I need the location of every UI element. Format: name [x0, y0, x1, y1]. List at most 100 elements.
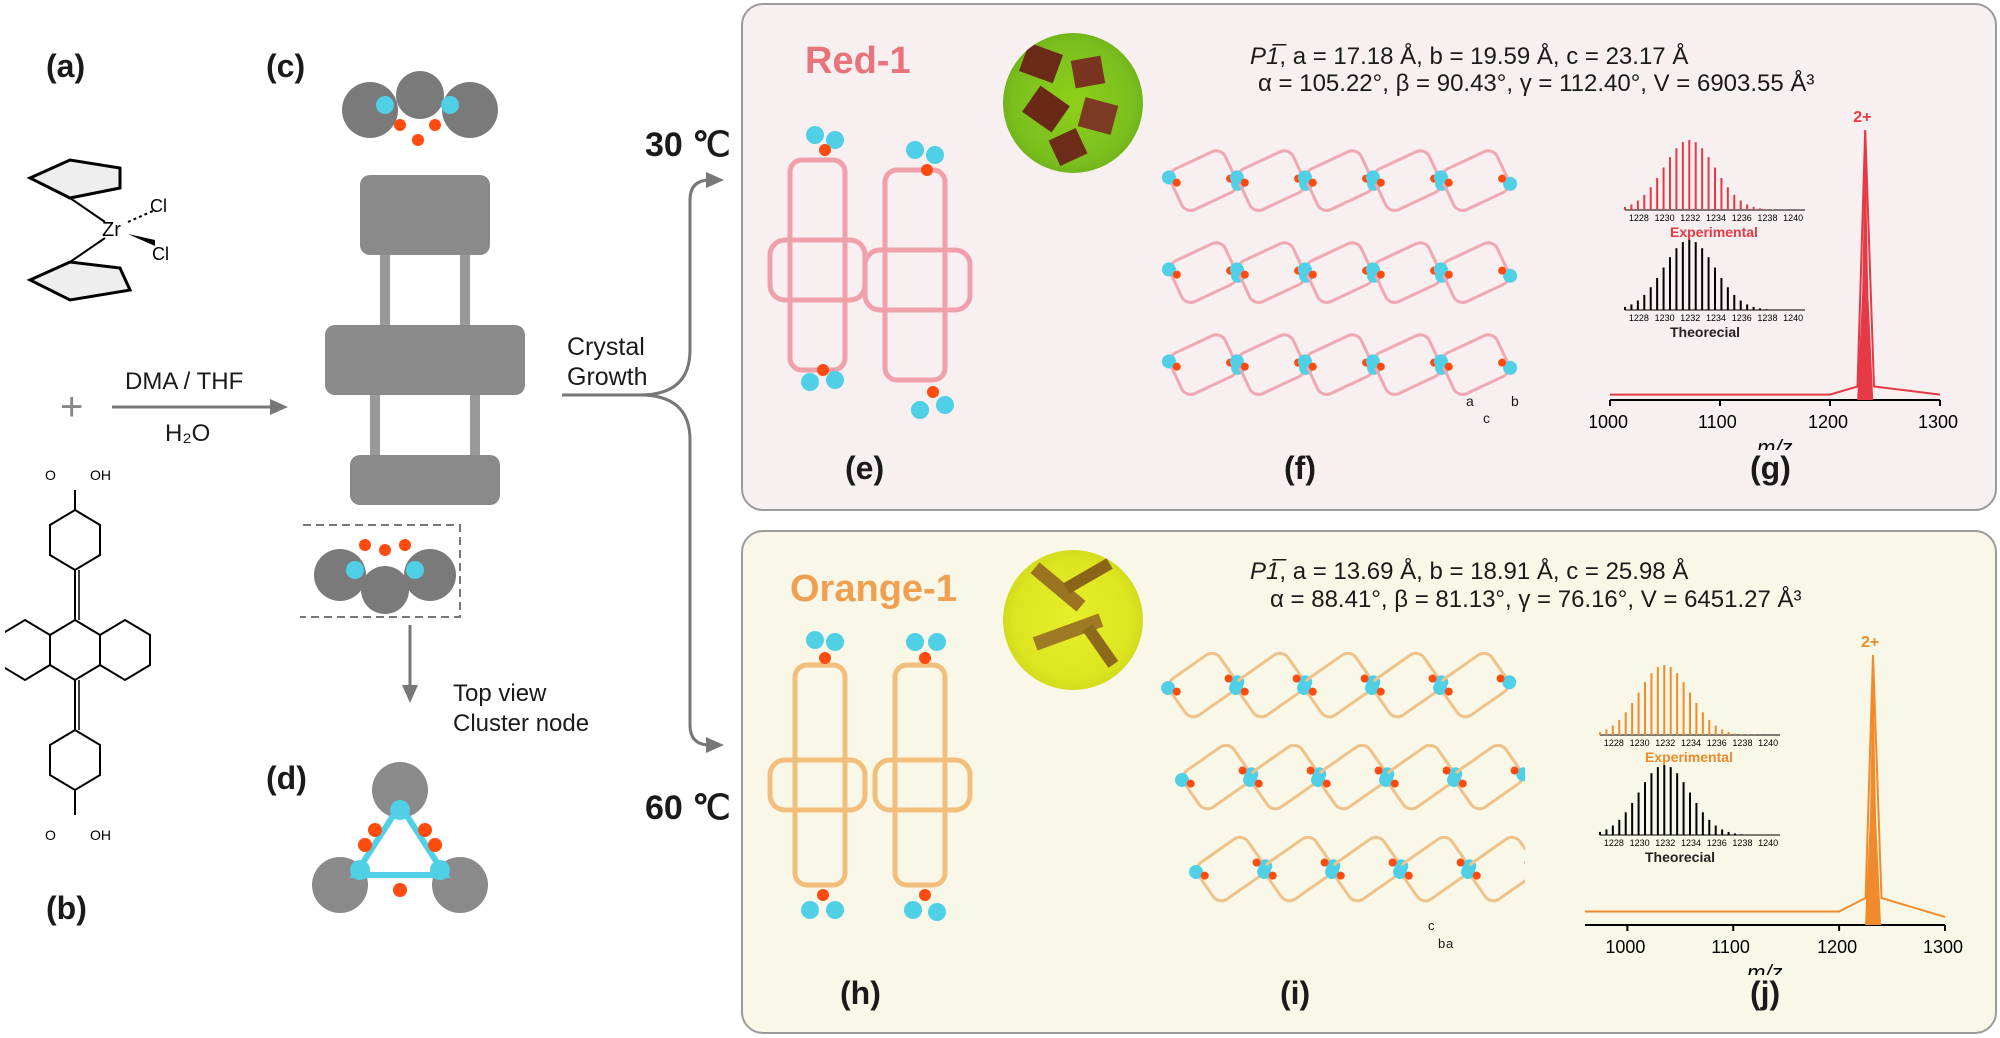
- packing-oxygen: [1510, 766, 1519, 775]
- packing-oxygen: [1240, 687, 1249, 696]
- packing-cluster: [1297, 262, 1312, 277]
- packing-cluster: [1365, 170, 1380, 185]
- packing-oxygen: [1336, 871, 1345, 880]
- packing-oxygen: [1240, 178, 1249, 187]
- inset-tick-label: 1234: [1681, 838, 1701, 848]
- panel-label-c: (c): [266, 48, 306, 84]
- x-tick-label: 1300: [1918, 412, 1958, 432]
- packing-cluster: [1503, 360, 1518, 375]
- orange-axis-c: c: [1428, 918, 1435, 933]
- inset-tick-label: 1230: [1630, 838, 1650, 848]
- packing-cluster: [1229, 680, 1244, 695]
- orange-axis-a: a: [1446, 936, 1454, 951]
- packing-ligand-frame: [1399, 835, 1470, 903]
- inset-tick-label: 1236: [1732, 213, 1752, 223]
- packing-oxygen: [1444, 687, 1453, 696]
- packing-ligand-frame: [1249, 743, 1320, 811]
- x-tick-label: 1000: [1590, 412, 1628, 432]
- packing-oxygen: [1186, 779, 1195, 788]
- packing-cluster: [1161, 354, 1176, 369]
- growth-label: Growth: [567, 363, 648, 391]
- packing-oxygen: [1268, 871, 1277, 880]
- packing-cluster: [1516, 767, 1525, 782]
- packing-cluster: [1297, 680, 1312, 695]
- inset-tick-label: 1232: [1655, 838, 1675, 848]
- inset-tick-label: 1236: [1707, 738, 1727, 748]
- packing-oxygen: [1322, 779, 1331, 788]
- orange-1-title: Orange-1: [790, 568, 957, 610]
- orange-1-panel: [741, 530, 1997, 1034]
- packing-unit: [1433, 333, 1518, 396]
- packing-oxygen: [1456, 858, 1465, 867]
- packing-oxygen: [1320, 858, 1329, 867]
- packing-cluster: [1365, 354, 1380, 369]
- packing-cluster: [1447, 772, 1462, 787]
- main-peak: [1857, 130, 1874, 400]
- red-1-title: Red-1: [805, 40, 911, 82]
- packing-ligand-frame: [1372, 241, 1443, 304]
- plus-sign: +: [60, 385, 84, 429]
- x-axis-label: m/z: [1747, 960, 1782, 975]
- orange-cell-line2: α = 88.41°, β = 81.13°, γ = 76.16°, V = …: [1270, 586, 1802, 613]
- packing-cluster: [1433, 262, 1448, 277]
- packing-oxygen: [1308, 270, 1317, 279]
- x-axis-label: m/z: [1757, 435, 1792, 450]
- packing-cluster: [1161, 170, 1176, 185]
- inset-tick-label: 1238: [1757, 213, 1777, 223]
- x-tick-label: 1000: [1605, 937, 1645, 957]
- inset-tick-label: 1234: [1706, 313, 1726, 323]
- orange-cage-pair: [767, 631, 973, 921]
- inset-tick-label: 1230: [1630, 738, 1650, 748]
- packing-cluster: [1503, 268, 1518, 283]
- inset-label: Experimental: [1645, 749, 1733, 765]
- packing-ligand-frame: [1236, 333, 1307, 396]
- packing-unit: [1433, 651, 1517, 719]
- packing-ligand-frame: [1331, 835, 1402, 903]
- svg-text:OH: OH: [90, 827, 111, 843]
- peak-charge-label: 2+: [1861, 634, 1879, 651]
- packing-cluster: [1433, 170, 1448, 185]
- packing-cluster: [1461, 864, 1476, 879]
- packing-oxygen: [1390, 779, 1399, 788]
- packing-oxygen: [1172, 270, 1181, 279]
- inset-tick-label: 1228: [1629, 213, 1649, 223]
- packing-oxygen: [1444, 178, 1453, 187]
- inset-tick-label: 1232: [1680, 213, 1700, 223]
- inset-tick-label: 1238: [1757, 313, 1777, 323]
- packing-ligand-frame: [1372, 149, 1443, 212]
- svg-text:O: O: [45, 827, 56, 843]
- packing-oxygen: [1472, 871, 1481, 880]
- panel-label-j: (j): [1750, 975, 1781, 1011]
- packing-oxygen: [1524, 858, 1525, 867]
- inset-label: Theorecial: [1670, 324, 1740, 340]
- temperature-60: 60 ℃: [645, 789, 731, 827]
- packing-ligand-frame: [1168, 149, 1239, 212]
- red-axis-a: a: [1466, 393, 1474, 409]
- packing-oxygen: [1496, 674, 1505, 683]
- packing-cluster: [1365, 680, 1380, 695]
- packing-cluster: [1433, 680, 1448, 695]
- packing-unit: [1461, 835, 1525, 903]
- inset-tick-label: 1232: [1655, 738, 1675, 748]
- packing-ligand-frame: [1439, 651, 1510, 719]
- inset-label: Experimental: [1670, 224, 1758, 240]
- spectrum-trace: [1610, 129, 1941, 396]
- inset-tick-label: 1238: [1732, 838, 1752, 848]
- panel-label-i: (i): [1280, 975, 1311, 1011]
- svg-text:O: O: [45, 467, 56, 483]
- x-tick-label: 1300: [1923, 937, 1963, 957]
- inset-tick-label: 1228: [1604, 838, 1624, 848]
- red-cell-line1: P1̅, a = 17.18 Å, b = 19.59 Å, c = 23.17…: [1250, 43, 1689, 70]
- spectrum-trace: [1585, 654, 1946, 918]
- orange-crystal-photo: [1003, 550, 1143, 690]
- packing-oxygen: [1458, 779, 1467, 788]
- packing-oxygen: [1376, 178, 1385, 187]
- inset-tick-label: 1230: [1655, 213, 1675, 223]
- packing-oxygen: [1240, 362, 1249, 371]
- packing-oxygen: [1308, 687, 1317, 696]
- panel-label-h: (h): [840, 975, 881, 1011]
- cage-structure: [300, 71, 525, 618]
- packing-ligand-frame: [1168, 333, 1239, 396]
- peak-charge-label: 2+: [1853, 109, 1871, 126]
